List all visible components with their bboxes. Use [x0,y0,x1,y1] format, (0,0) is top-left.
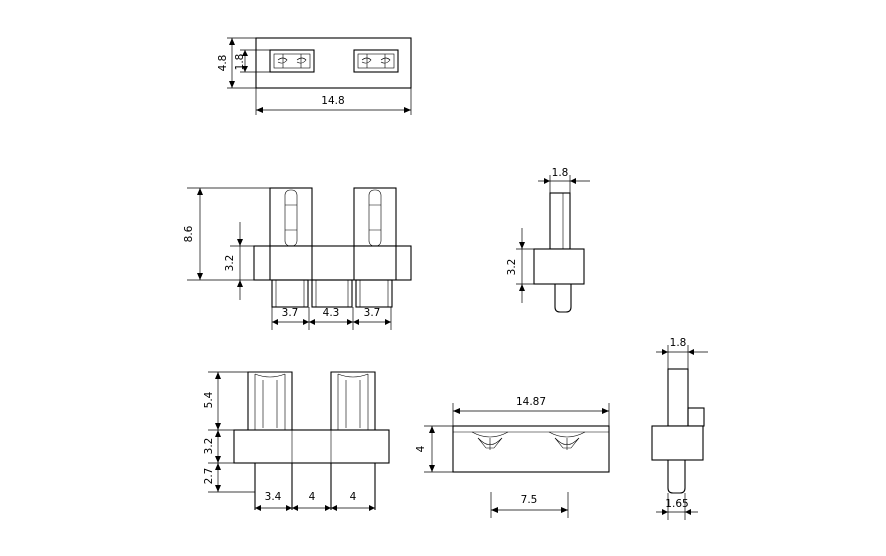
bottom-plan-left-contact [471,431,509,450]
dim-bottom-front-pitch-a: 3.4 [265,491,282,503]
bottom-front-pins [254,463,376,510]
bottom-front-base [233,429,390,464]
side-view-top [549,192,571,250]
dim-top-height-slot: 1.8 [234,54,246,71]
top-view: 4.8 1.8 14.8 [217,37,412,115]
dim-front-height-total: 8.6 [183,225,195,242]
dim-top-height-total: 4.8 [217,55,229,72]
front-view-base [253,245,412,281]
bottom-plan-body [452,425,610,473]
bottom-front-left-housing [247,371,293,430]
dim-bottom-plan-height: 4 [415,445,427,452]
front-view-pin-left [271,279,309,308]
dim-bottom-front-height-bottom: 2.7 [203,468,215,485]
bottom-side-view: 1.8 1.65 [651,337,708,520]
bottom-front-right-housing [330,371,376,430]
front-view-pin-mid [311,279,353,308]
top-view-left-slot [269,49,315,73]
dim-front-height-base: 3.2 [224,255,236,272]
front-view-left-housing [269,187,313,247]
dim-front-pitch-right: 3.7 [364,307,381,319]
bottom-side-base [651,425,704,461]
bottom-plan-view: 14.87 4 7.5 [415,396,610,518]
dim-bottom-plan-pin-spacing: 7.5 [521,494,538,506]
dim-bottom-side-width-bottom: 1.65 [665,498,688,510]
bottom-side-top [667,368,689,427]
dim-bottom-side-width-top: 1.8 [670,337,687,349]
dim-side-height-base: 3.2 [506,259,518,276]
dim-bottom-front-height-top: 5.4 [203,391,215,408]
bottom-side-latch [687,407,705,427]
dim-bottom-front-pitch-c: 4 [350,491,357,503]
front-view-pin-right [355,279,393,308]
side-view-base [533,248,585,285]
top-view-right-slot [353,49,399,73]
bottom-plan-right-contact [548,431,586,450]
bottom-front-view: 5.4 3.2 2.7 3.4 4 4 [203,371,390,511]
top-view-body [255,37,412,89]
dim-side-width-top: 1.8 [552,167,569,179]
dim-bottom-front-pitch-b: 4 [309,491,316,503]
dim-front-pitch-left: 3.7 [282,307,299,319]
bottom-side-pin [667,460,686,494]
dim-bottom-front-height-mid: 3.2 [203,438,215,455]
dim-top-width: 14.8 [321,95,344,107]
dim-front-pitch-mid: 4.3 [323,307,340,319]
side-view-pin [554,284,572,313]
front-view-right-housing [353,187,397,247]
side-view: 1.8 3.2 [506,167,590,313]
front-view: 8.6 3.2 3.7 4.3 3.7 [183,187,412,330]
dim-bottom-plan-width: 14.87 [516,396,546,408]
